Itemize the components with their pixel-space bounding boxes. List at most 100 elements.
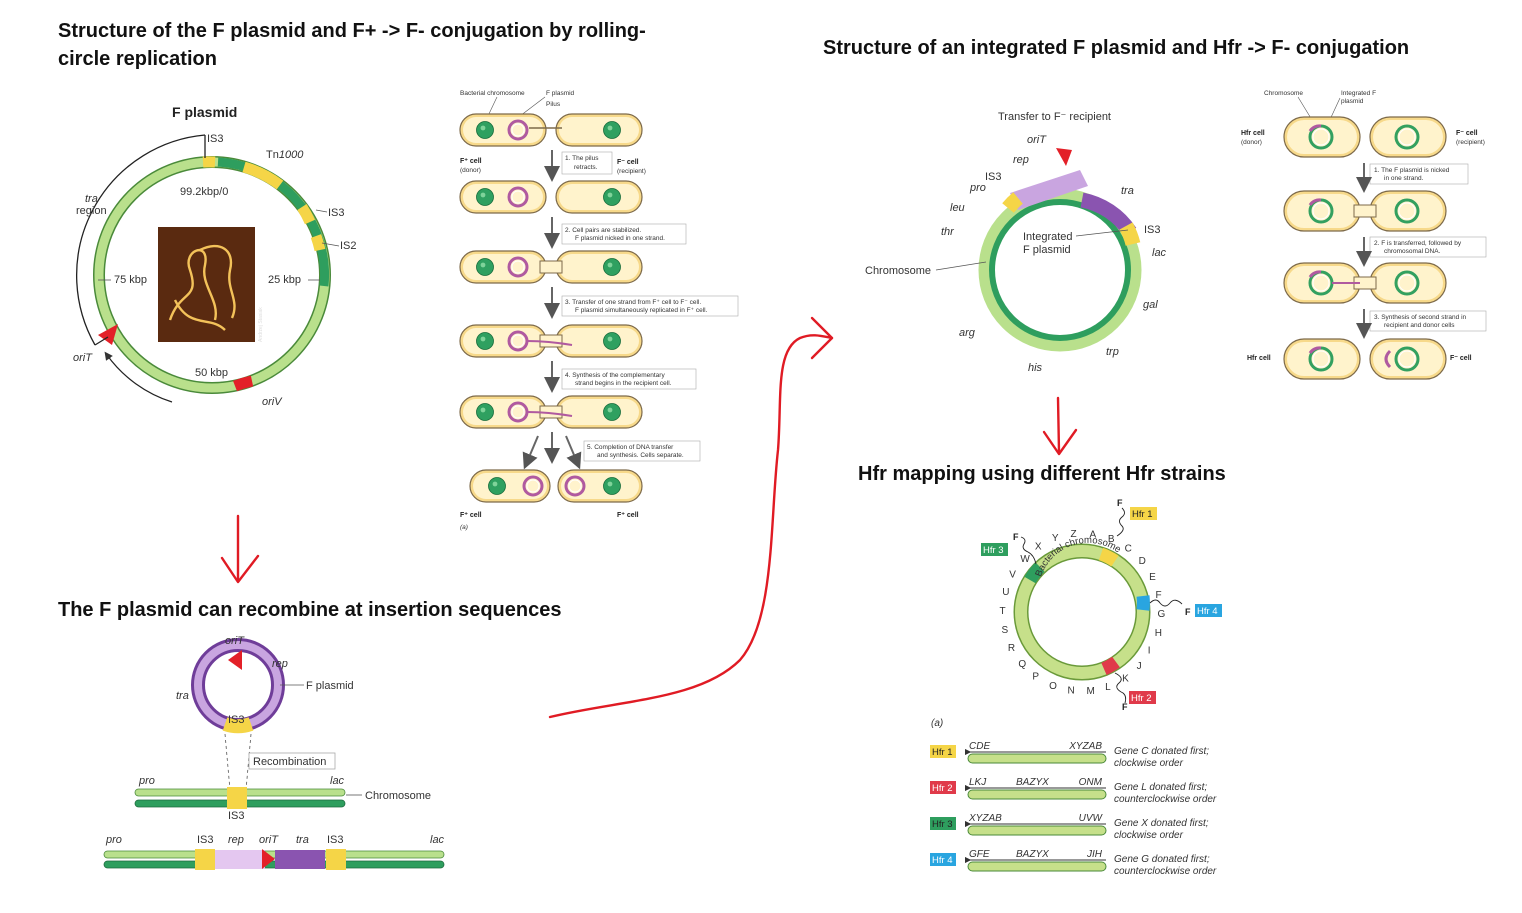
hfr-recipient-chromosome-row1 xyxy=(1394,124,1420,150)
fplasmid-final-right-inner xyxy=(568,479,582,493)
hfr2-insertion xyxy=(1101,656,1120,675)
label-hfr-chromosome: Chromosome xyxy=(1264,90,1303,97)
gene-letter-n: N xyxy=(1068,686,1075,697)
gene-letter-p: P xyxy=(1032,672,1039,683)
label-int-arg: arg xyxy=(959,327,976,339)
label-int-chromosome: Chromosome xyxy=(865,265,931,277)
donor-fplasmid-row3-inner xyxy=(511,260,525,274)
donor-cell-row2-interior xyxy=(463,184,543,210)
hfr1-F: F xyxy=(1117,498,1123,508)
hfr-row-desc2-2: counterclockwise order xyxy=(1114,794,1217,805)
hfr-recipient-chromosome-row3 xyxy=(1394,270,1420,296)
label-integrated-a: Integrated xyxy=(1023,231,1073,243)
step5-text-a: 5. Completion of DNA transfer xyxy=(587,444,674,451)
gene-letter-s: S xyxy=(1002,625,1009,636)
donor-fplasmid-row1 xyxy=(507,119,529,141)
hfr3-tag xyxy=(981,543,1008,556)
chromosome-outer-ring xyxy=(978,188,1142,352)
hfr2-tag-label: Hfr 2 xyxy=(1131,693,1152,704)
gene-letter-j: J xyxy=(1137,661,1142,672)
hfr-row-mid-genes-4: BAZYX xyxy=(1016,849,1049,860)
hfr3-F: F xyxy=(1013,532,1019,542)
step4-text-b: strand begins in the recipient cell. xyxy=(575,380,672,387)
recipient-nucleoid-row5-texture xyxy=(607,407,613,413)
gene-letter-t: T xyxy=(1000,606,1006,617)
hfr-row-tag-label-4: Hfr 4 xyxy=(932,855,953,866)
hfr-donor-cell-row2-interior xyxy=(1287,194,1357,228)
donor-nucleoid-row2 xyxy=(476,188,494,206)
label-hfr-donor-paren: (donor) xyxy=(1241,139,1262,146)
hfr-row-left-genes-3: XYZAB xyxy=(968,813,1002,824)
label-hfr-recipient: (recipient) xyxy=(1456,139,1485,146)
hfr1-tag xyxy=(1130,507,1157,520)
hfr-recipient-cell-row4-interior xyxy=(1373,342,1443,376)
fplus-conjugation-steps: Bacterial chromosome F plasmid Pilus F⁺ … xyxy=(459,90,739,531)
recomb-bottom-is3-a-label: IS3 xyxy=(197,834,214,846)
recomb-label-fplasmid: F plasmid xyxy=(306,680,354,692)
hfr2-F: F xyxy=(1122,702,1128,712)
hfr-donor-cell-row1-interior xyxy=(1287,120,1357,154)
label-final-fplus-right: F⁺ cell xyxy=(617,512,639,519)
hfr-row-left-genes-2: LKJ xyxy=(969,777,987,788)
step2-text-a: 2. Cell pairs are stabilized. xyxy=(565,227,641,234)
hfr-row-dna-1 xyxy=(967,753,1107,764)
recomb-label-is3-a: IS3 xyxy=(228,714,245,726)
tn1000-element xyxy=(242,161,284,190)
donor-fplasmid-row1-inner xyxy=(511,123,525,137)
recomb-label-chromosome: Chromosome xyxy=(365,790,431,802)
recipient-nucleoid-row2-texture xyxy=(607,192,613,198)
hfr-step2-a: 2. F is transferred, followed by xyxy=(1374,240,1462,247)
hfr4-tag xyxy=(1195,604,1222,617)
recomb-label-pro: pro xyxy=(138,775,155,787)
gene-letter-v: V xyxy=(1009,570,1016,581)
label-int-is3-right: IS3 xyxy=(1144,224,1161,236)
gene-letter-a: A xyxy=(1090,529,1097,540)
label-origin: 99.2kbp/0 xyxy=(180,186,228,198)
donor-nucleoid-row2-texture xyxy=(480,192,486,198)
hfr-row-right-genes-1: XYZAB xyxy=(1068,741,1102,752)
recomb-bottom-rep-segment xyxy=(215,850,265,869)
hfr4-F: F xyxy=(1185,607,1191,617)
red-arrow-down-right xyxy=(1056,396,1061,454)
label-is3-top: IS3 xyxy=(207,133,224,145)
recipient-cell-row5-interior xyxy=(559,399,639,425)
hfr-row-right-genes-3: UVW xyxy=(1079,813,1104,824)
annotation-arrows xyxy=(220,316,1078,719)
recipient-nucleoid-row1-texture xyxy=(607,125,613,131)
label-f-plasmid: F plasmid xyxy=(546,90,575,97)
hfr-row-desc1-2: Gene L donated first; xyxy=(1114,782,1207,793)
hfr-row-dna-2 xyxy=(967,789,1107,800)
gene-letter-e: E xyxy=(1149,572,1156,583)
label-hfr-final-right: F⁻ cell xyxy=(1450,355,1472,362)
hfr-donor-cell-row3-interior xyxy=(1287,266,1357,300)
hfr-row-tag-label-3: Hfr 3 xyxy=(932,819,953,830)
label-hfr-final-left: Hfr cell xyxy=(1247,355,1271,362)
hfr-row-tag-4 xyxy=(930,853,956,866)
recipient-cell-row4-interior xyxy=(559,328,639,354)
hfr-map-chromosome xyxy=(1015,545,1149,679)
tra-region-bracket xyxy=(76,134,206,346)
gene-letter-c: C xyxy=(1125,543,1132,554)
gene-letter-f: F xyxy=(1156,590,1162,601)
label-donor: (donor) xyxy=(460,167,481,174)
hfr-row-dna-3 xyxy=(967,825,1107,836)
step5-text-b: and synthesis. Cells separate. xyxy=(597,452,684,459)
recomb-bottom-rep-label: rep xyxy=(228,834,244,846)
donor-fplasmid-row4-inner xyxy=(511,334,525,348)
label-int-trp: trp xyxy=(1106,346,1119,358)
label-fplus-donor-cell: F⁺ cell xyxy=(460,158,482,165)
recomb-label-oriT: oriT xyxy=(225,635,245,647)
hfr-step1-b: in one strand. xyxy=(1384,175,1424,182)
cell-bridge-row3 xyxy=(539,260,563,274)
hfr-donor-chromosome-row1-inner xyxy=(1312,128,1330,146)
recomb-bottom-lac: lac xyxy=(430,834,445,846)
recomb-label-recombination: Recombination xyxy=(253,756,326,768)
is2-element xyxy=(310,234,326,252)
hfr-row-mid-genes-2: BAZYX xyxy=(1016,777,1049,788)
label-int-his: his xyxy=(1028,362,1043,374)
donor-cell-row1-interior xyxy=(463,117,543,143)
hfr-recipient-chromosome-row2-inner xyxy=(1398,202,1416,220)
hfr-map-panel-a: (a) xyxy=(931,718,943,729)
label-int-lac: lac xyxy=(1152,247,1167,259)
